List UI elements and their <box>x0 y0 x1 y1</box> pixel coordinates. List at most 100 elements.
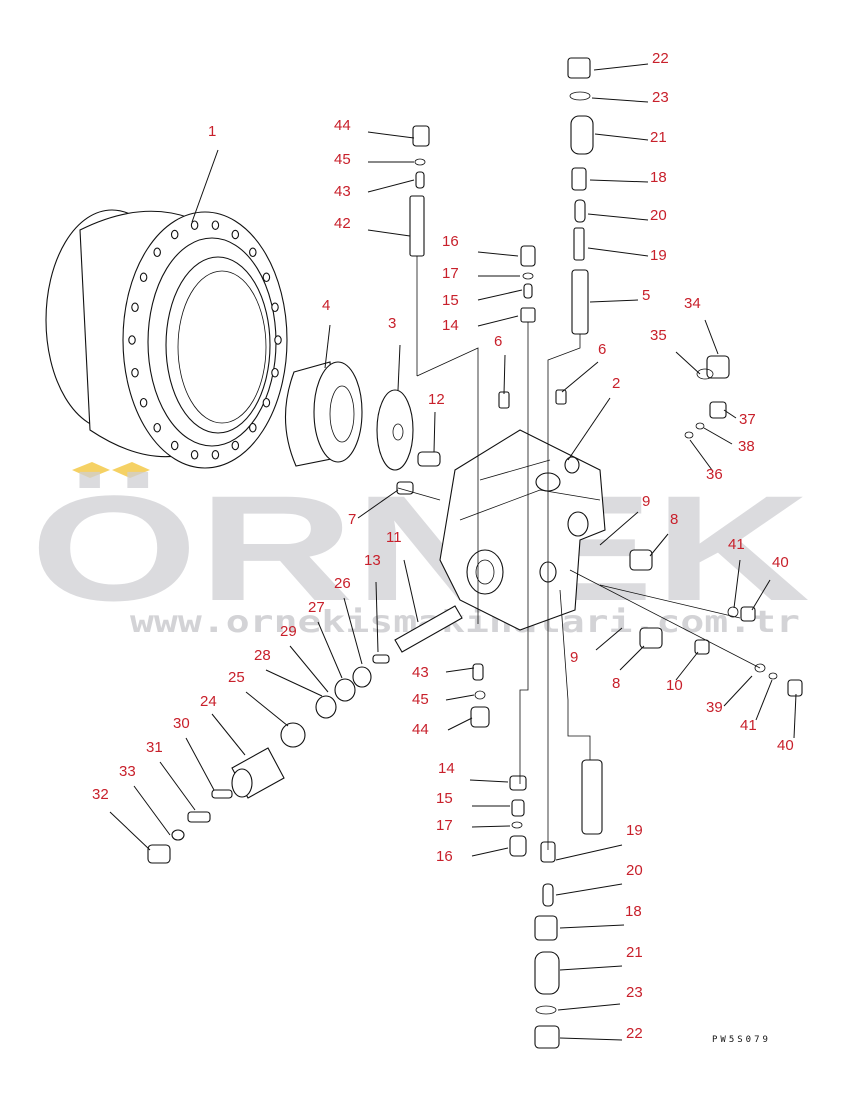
callout-c45a: 45 <box>334 151 351 168</box>
callout-c30: 30 <box>173 715 190 732</box>
leader-line-c16a <box>477 251 519 257</box>
callout-c11: 11 <box>386 529 402 546</box>
leader-line-c12 <box>433 411 436 453</box>
bolt-hole <box>211 450 220 460</box>
callout-c13: 13 <box>364 552 381 569</box>
callout-c9a: 9 <box>642 493 650 510</box>
part-2-valve-body <box>439 429 606 631</box>
leader-line-c45b <box>445 694 475 701</box>
leader-line-c14a <box>477 315 519 327</box>
callout-c6a: 6 <box>494 333 502 350</box>
leader-line-c8a <box>649 533 669 557</box>
callout-c41a: 41 <box>728 536 745 553</box>
bolt-hole <box>131 367 139 378</box>
leader-line-c4 <box>324 324 331 369</box>
bolt-hole <box>153 247 161 258</box>
leader-line-c38 <box>703 427 733 445</box>
leader-line-c23b <box>557 1003 621 1011</box>
callout-c32: 32 <box>92 786 109 803</box>
bolt-hole <box>262 272 271 283</box>
callout-c10: 10 <box>666 677 683 694</box>
leader-line-c28 <box>265 669 323 697</box>
callout-c25: 25 <box>228 669 245 686</box>
callout-c9b: 9 <box>570 649 578 666</box>
callout-c39: 39 <box>706 699 723 716</box>
callout-c43a: 43 <box>334 183 351 200</box>
bolt-hole <box>262 397 271 408</box>
callout-c8b: 8 <box>612 675 620 692</box>
leader-line-c44b <box>447 717 473 731</box>
callout-c28: 28 <box>254 647 271 664</box>
callout-c20a: 20 <box>650 207 667 224</box>
leader-line-c41a <box>733 559 741 609</box>
bolt-hole <box>231 440 240 451</box>
leader-line-c37 <box>723 409 737 419</box>
watermark-url: www.ornekismakinalari.com.tr <box>130 605 800 640</box>
callout-c17b: 17 <box>436 817 453 834</box>
watermark-accent-left <box>72 462 110 478</box>
part-small-components <box>147 57 803 1049</box>
leader-line-c5 <box>589 299 639 303</box>
callout-c33: 33 <box>119 763 136 780</box>
bolt-hole <box>170 229 179 240</box>
bolt-hole <box>190 220 199 230</box>
leader-line-c43a <box>367 179 415 193</box>
callout-c40a: 40 <box>772 554 789 571</box>
callout-c3: 3 <box>388 315 396 332</box>
callout-c19b: 19 <box>626 822 643 839</box>
leader-line-c1 <box>191 149 219 223</box>
callout-c16a: 16 <box>442 233 459 250</box>
leader-line-c41b <box>755 679 773 721</box>
leader-line-c24 <box>211 713 246 756</box>
leader-line-c2 <box>567 397 611 461</box>
callout-c44b: 44 <box>412 721 429 738</box>
bolt-hole <box>153 422 161 433</box>
leader-line-c22a <box>593 63 649 71</box>
leader-line-c19b <box>555 844 623 861</box>
watermark-accent-right <box>112 462 150 478</box>
callout-c14a: 14 <box>442 317 459 334</box>
callout-c12: 12 <box>428 391 445 408</box>
callout-c22a: 22 <box>652 50 669 67</box>
callout-c31: 31 <box>146 739 163 756</box>
callout-c4: 4 <box>322 297 330 314</box>
callout-c41b: 41 <box>740 717 757 734</box>
callout-c2: 2 <box>612 375 620 392</box>
callout-c27: 27 <box>308 599 325 616</box>
leader-line-c21b <box>559 965 623 971</box>
bolt-hole <box>271 367 279 378</box>
callout-c17a: 17 <box>442 265 459 282</box>
bolt-hole <box>190 450 199 460</box>
callout-c36: 36 <box>706 466 723 483</box>
callout-c23b: 23 <box>626 984 643 1001</box>
leader-line-c22b <box>559 1037 623 1041</box>
bolt-hole <box>211 220 220 230</box>
leader-line-c18a <box>589 179 649 183</box>
leader-line-c43b <box>445 667 475 673</box>
callout-c38: 38 <box>738 438 755 455</box>
bolt-hole <box>139 272 148 283</box>
leader-line-c23a <box>591 97 649 103</box>
leader-line-c17b <box>471 825 511 828</box>
leader-line-c34 <box>704 319 719 355</box>
leader-line-c25 <box>245 691 289 727</box>
leader-line-c3 <box>397 344 401 391</box>
leader-line-c9b <box>595 627 623 651</box>
callout-c5: 5 <box>642 287 650 304</box>
leader-line-c16b <box>471 847 509 857</box>
leader-line-c27 <box>317 621 343 679</box>
leader-line-c15a <box>477 289 523 301</box>
callout-c15b: 15 <box>436 790 453 807</box>
leader-line-c31 <box>159 761 196 811</box>
drawing-code: PW5S079 <box>712 1035 771 1045</box>
callout-c26: 26 <box>334 575 351 592</box>
leader-line-c6a <box>503 354 506 395</box>
callout-c24: 24 <box>200 693 217 710</box>
leader-line-c26 <box>343 597 363 665</box>
leader-line-c35 <box>675 351 701 375</box>
bolt-hole <box>274 335 282 345</box>
leader-line-c36 <box>689 439 713 471</box>
housing-bolt-holes <box>128 220 282 460</box>
leader-line-c21a <box>594 133 649 141</box>
